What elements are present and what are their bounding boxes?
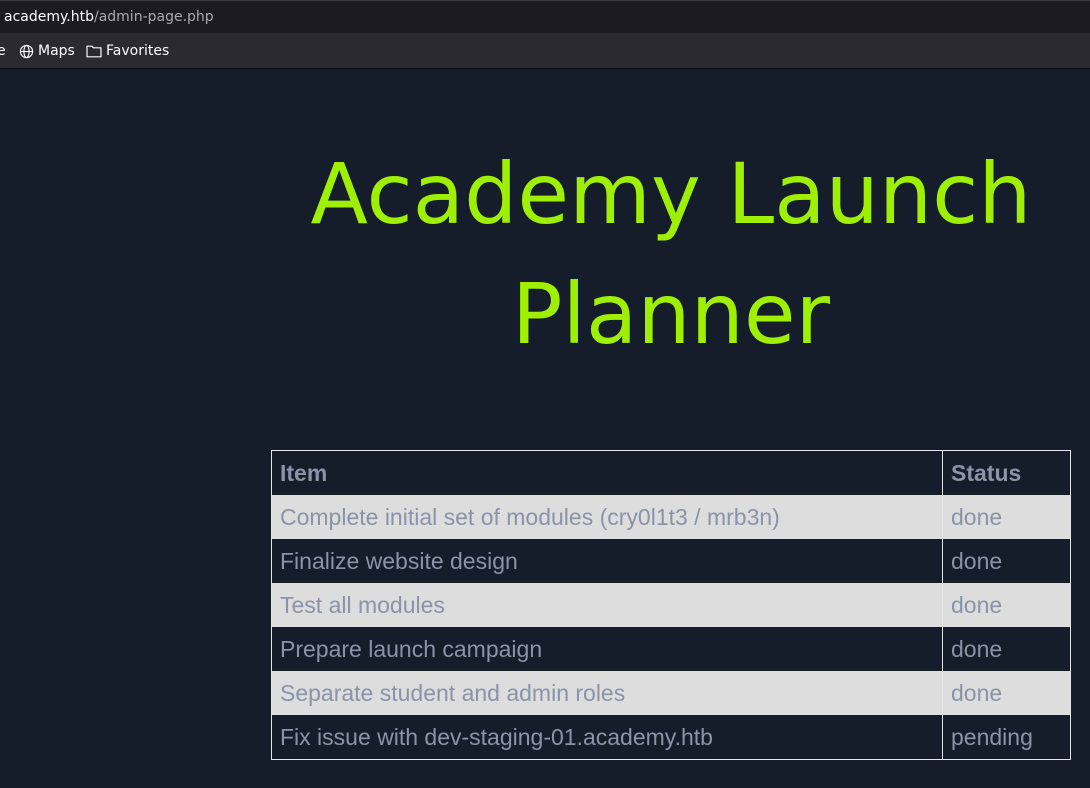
status-cell: done xyxy=(942,539,1071,583)
bookmarks-toolbar: e Maps Favorites xyxy=(0,33,1090,69)
item-cell: Fix issue with dev-staging-01.academy.ht… xyxy=(271,715,943,760)
browser-url-bar[interactable]: academy.htb/admin-page.php xyxy=(0,0,1090,33)
bookmark-maps-label: Maps xyxy=(38,43,75,59)
column-header-status: Status xyxy=(942,450,1071,495)
table-row: Prepare launch campaign done xyxy=(271,627,1071,671)
folder-icon xyxy=(86,44,102,58)
status-cell: done xyxy=(942,627,1071,671)
bookmark-truncated[interactable]: e xyxy=(0,43,6,59)
item-cell: Complete initial set of modules (cry0l1t… xyxy=(271,495,943,539)
table-header-row: Item Status xyxy=(271,450,1071,495)
globe-icon xyxy=(19,44,34,59)
url-path: /admin-page.php xyxy=(93,9,214,25)
bookmark-maps[interactable]: Maps xyxy=(19,43,75,59)
item-cell: Separate student and admin roles xyxy=(271,671,943,715)
table-row: Test all modules done xyxy=(271,583,1071,627)
table-row: Fix issue with dev-staging-01.academy.ht… xyxy=(271,715,1071,760)
url-host: academy.htb xyxy=(4,9,94,25)
item-cell: Test all modules xyxy=(271,583,943,627)
url-text[interactable]: academy.htb/admin-page.php xyxy=(4,9,214,25)
launch-planner-table: Item Status Complete initial set of modu… xyxy=(271,450,1071,760)
status-cell: done xyxy=(942,495,1071,539)
table-row: Finalize website design done xyxy=(271,539,1071,583)
bookmark-truncated-label: e xyxy=(0,43,6,59)
bookmark-favorites-label: Favorites xyxy=(106,43,170,59)
status-cell: pending xyxy=(942,715,1071,760)
status-cell: done xyxy=(942,671,1071,715)
item-cell: Finalize website design xyxy=(271,539,943,583)
bookmark-favorites[interactable]: Favorites xyxy=(86,43,169,59)
status-cell: done xyxy=(942,583,1071,627)
table-row: Separate student and admin roles done xyxy=(271,671,1071,715)
item-cell: Prepare launch campaign xyxy=(271,627,943,671)
page-title: Academy Launch Planner xyxy=(310,145,1032,363)
column-header-item: Item xyxy=(271,450,943,495)
table-row: Complete initial set of modules (cry0l1t… xyxy=(271,495,1071,539)
